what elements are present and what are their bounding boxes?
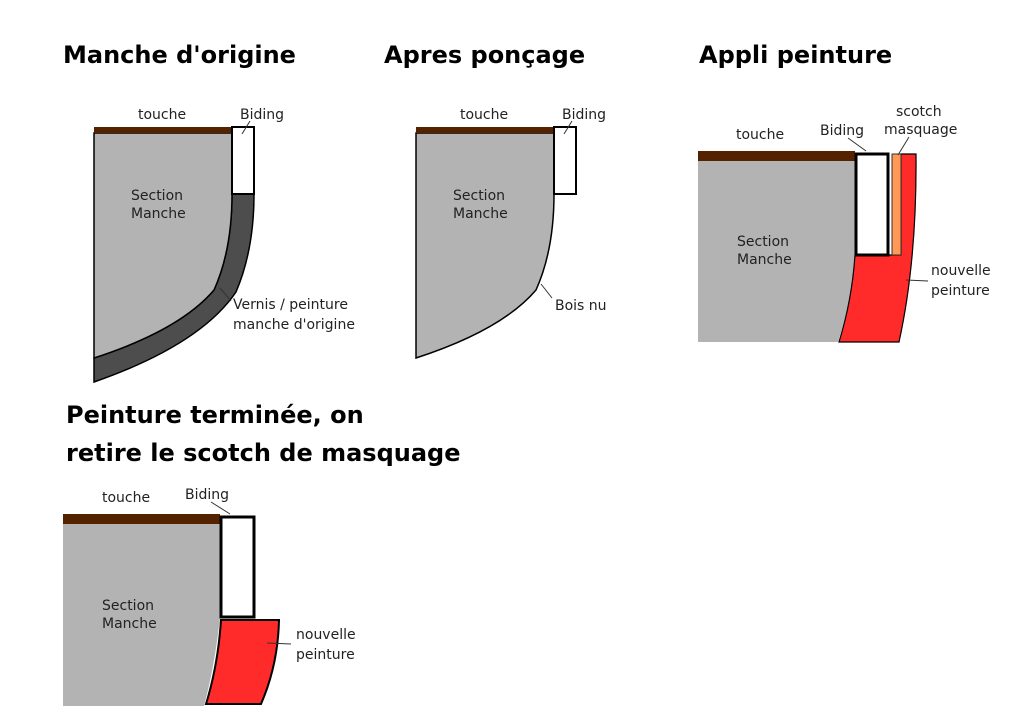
leader-line (266, 642, 292, 645)
fretboard (698, 151, 855, 161)
label-varnish: Vernis / peinture (233, 297, 348, 313)
new-paint (204, 619, 281, 705)
fretboard (94, 127, 232, 133)
binding (553, 126, 577, 195)
binding (231, 126, 255, 195)
label-manche: Manche (131, 206, 186, 222)
binding (219, 515, 256, 619)
leader-line (847, 137, 867, 152)
fretboard (63, 514, 220, 524)
leader-line (897, 136, 910, 156)
panel-original: Manche d'origine touche Biding Section M… (63, 41, 355, 384)
leader-line (540, 283, 553, 299)
label-paint: nouvelle (931, 263, 991, 279)
label-manche: Manche (737, 252, 792, 268)
label-section: Section (102, 598, 154, 614)
label-section: Section (453, 188, 505, 204)
label-scotch: scotch (896, 104, 942, 120)
panel-title-2: retire le scotch de masquage (66, 439, 461, 467)
binding (854, 152, 890, 257)
leader-line (219, 287, 232, 302)
panel-sanded: Apres ponçage touche Biding Section Manc… (384, 41, 607, 360)
masking-tape (891, 153, 902, 256)
panel-title: Apres ponçage (384, 41, 585, 69)
panel-title: Peinture terminée, on (66, 401, 364, 429)
label-manche: Manche (453, 206, 508, 222)
neck-section (698, 161, 855, 342)
panel-title: Appli peinture (699, 41, 892, 69)
neck-section (93, 132, 233, 360)
panel-title: Manche d'origine (63, 41, 296, 69)
neck-section (63, 524, 220, 706)
label-masquage: masquage (884, 122, 957, 138)
leader-line (210, 501, 231, 515)
panel-painting: Appli peinture touche Biding scotch masq… (698, 41, 991, 343)
label-paint-2: peinture (931, 283, 990, 299)
label-biding: Biding (562, 107, 606, 123)
neck-section (415, 132, 555, 360)
leader-line (905, 279, 929, 282)
new-paint (838, 153, 917, 343)
label-biding: Biding (240, 107, 284, 123)
label-paint: nouvelle (296, 627, 356, 643)
label-manche: Manche (102, 616, 157, 632)
label-touche: touche (460, 107, 508, 123)
label-bare-wood: Bois nu (555, 298, 607, 314)
label-touche: touche (736, 127, 784, 143)
fretboard (416, 127, 554, 133)
label-paint-2: peinture (296, 647, 355, 663)
leader-line (563, 120, 573, 135)
label-varnish-2: manche d'origine (233, 317, 355, 333)
label-biding: Biding (820, 123, 864, 139)
leader-line (241, 120, 251, 135)
label-biding: Biding (185, 487, 229, 503)
panel-finished: Peinture terminée, on retire le scotch d… (63, 401, 461, 706)
label-touche: touche (102, 490, 150, 506)
label-section: Section (131, 188, 183, 204)
label-section: Section (737, 234, 789, 250)
label-touche: touche (138, 107, 186, 123)
